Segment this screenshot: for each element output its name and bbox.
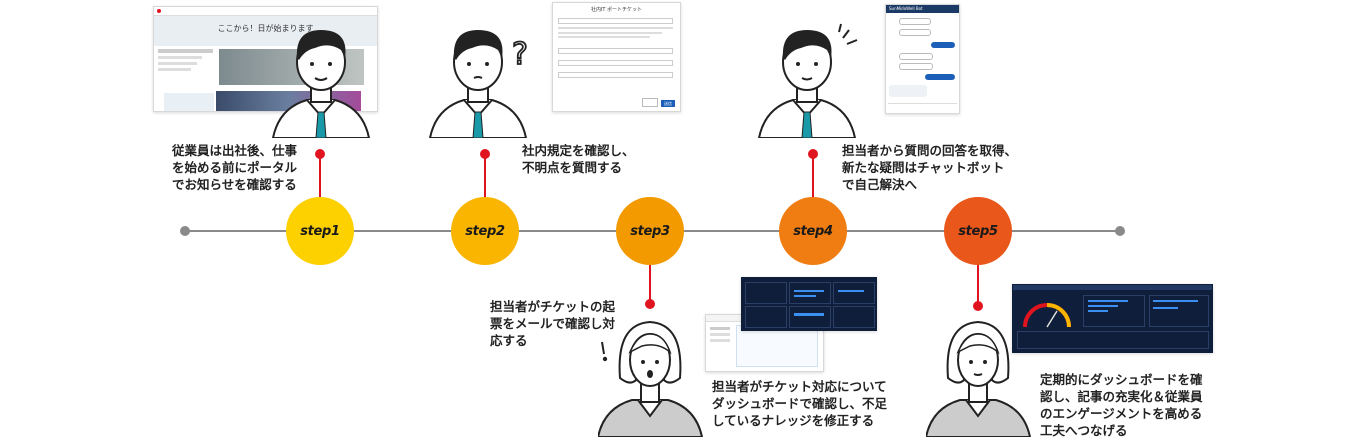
- step3-extra-desc-line: ダッシュボードで確認し、不足: [712, 396, 888, 411]
- step4-description: 担当者から質問の回答を取得、 新たな疑問はチャットボット で自己解決へ: [842, 142, 1017, 193]
- connector-dot-step4: [808, 149, 818, 159]
- step3-desc-line: 応する: [490, 333, 528, 348]
- step4-label: step4: [793, 223, 833, 239]
- step2-description: 社内規定を確認し、 不明点を質問する: [522, 142, 635, 176]
- question-mark-icon: ?: [512, 37, 528, 72]
- step5-label: step5: [958, 223, 998, 239]
- step5-description: 定期的にダッシュボードを確 認し、記事の充実化＆従業員 のエンゲージメントを高め…: [1040, 371, 1203, 439]
- portal-banner: ここから！日が始まります: [154, 16, 377, 46]
- chatbot-title: SunMidoWell Bot: [886, 5, 959, 13]
- step3-label: step3: [630, 223, 670, 239]
- chatbot-screenshot: SunMidoWell Bot: [885, 4, 960, 114]
- ticket-form-screenshot: 社内IT ポートチケット 送信: [552, 2, 681, 112]
- step4-desc-line: 新たな疑問はチャットボット: [842, 160, 1005, 175]
- step2-desc-line: 社内規定を確認し、: [522, 143, 635, 158]
- step1-desc-line: でお知らせを確認する: [172, 177, 297, 192]
- step3-desc-line: 担当者がチケットの起: [490, 299, 616, 314]
- connector-dot-step1: [315, 149, 325, 159]
- step3-circle: step3: [616, 197, 684, 265]
- timeline-end-dot: [1115, 226, 1125, 236]
- step1-label: step1: [300, 223, 340, 239]
- dashboard-dark-screenshot: [741, 277, 877, 331]
- step2-desc-line: 不明点を質問する: [522, 160, 623, 175]
- gauge-icon: [1023, 303, 1071, 328]
- portal-nav: [154, 7, 377, 16]
- step1-circle: step1: [286, 197, 354, 265]
- step4-desc-line: で自己解決へ: [842, 177, 918, 192]
- step1-desc-line: 従業員は出社後、仕事: [172, 143, 298, 158]
- surprise-lines-icon: [838, 23, 858, 45]
- woman-step5-illustration: [926, 320, 1032, 437]
- portal-banner-text: ここから！日が始まります: [217, 24, 314, 33]
- dashboard-step5-screenshot: [1012, 284, 1213, 353]
- step5-desc-line: 認し、記事の充実化＆従業員: [1040, 389, 1203, 404]
- man-step4-illustration: [757, 23, 858, 138]
- woman-step3-illustration: [598, 320, 704, 437]
- connector-dot-step2: [480, 149, 490, 159]
- exclamation-icon: [601, 341, 608, 362]
- step4-circle: step4: [779, 197, 847, 265]
- step4-desc-line: 担当者から質問の回答を取得、: [842, 143, 1018, 158]
- man-step1-illustration: [271, 30, 371, 138]
- connector-dot-step5: [973, 301, 983, 311]
- man-step2-illustration: ?: [428, 30, 529, 138]
- connector-dot-step3: [645, 299, 655, 309]
- step3-extra-desc-line: しているナレッジを修正する: [712, 413, 875, 428]
- step1-desc-line: を始める前にポータル: [172, 160, 298, 175]
- step5-desc-line: 工夫へつなげる: [1040, 423, 1128, 438]
- step3-extra-description: 担当者がチケット対応について ダッシュボードで確認し、不足 しているナレッジを修…: [712, 378, 887, 429]
- step3-desc-line: 票をメールで確認し対: [490, 316, 616, 331]
- step5-circle: step5: [944, 197, 1012, 265]
- step3-description: 担当者がチケットの起 票をメールで確認し対 応する: [490, 298, 615, 349]
- step5-desc-line: のエンゲージメントを高める: [1040, 406, 1203, 421]
- ticket-form-title: 社内IT ポートチケット: [590, 7, 643, 13]
- step3-extra-desc-line: 担当者がチケット対応について: [712, 379, 887, 394]
- step2-label: step2: [465, 223, 505, 239]
- step2-circle: step2: [451, 197, 519, 265]
- ticket-submit-button: 送信: [661, 100, 675, 107]
- timeline-start-dot: [180, 226, 190, 236]
- step1-description: 従業員は出社後、仕事 を始める前にポータル でお知らせを確認する: [172, 142, 297, 193]
- step5-desc-line: 定期的にダッシュボードを確: [1040, 372, 1203, 387]
